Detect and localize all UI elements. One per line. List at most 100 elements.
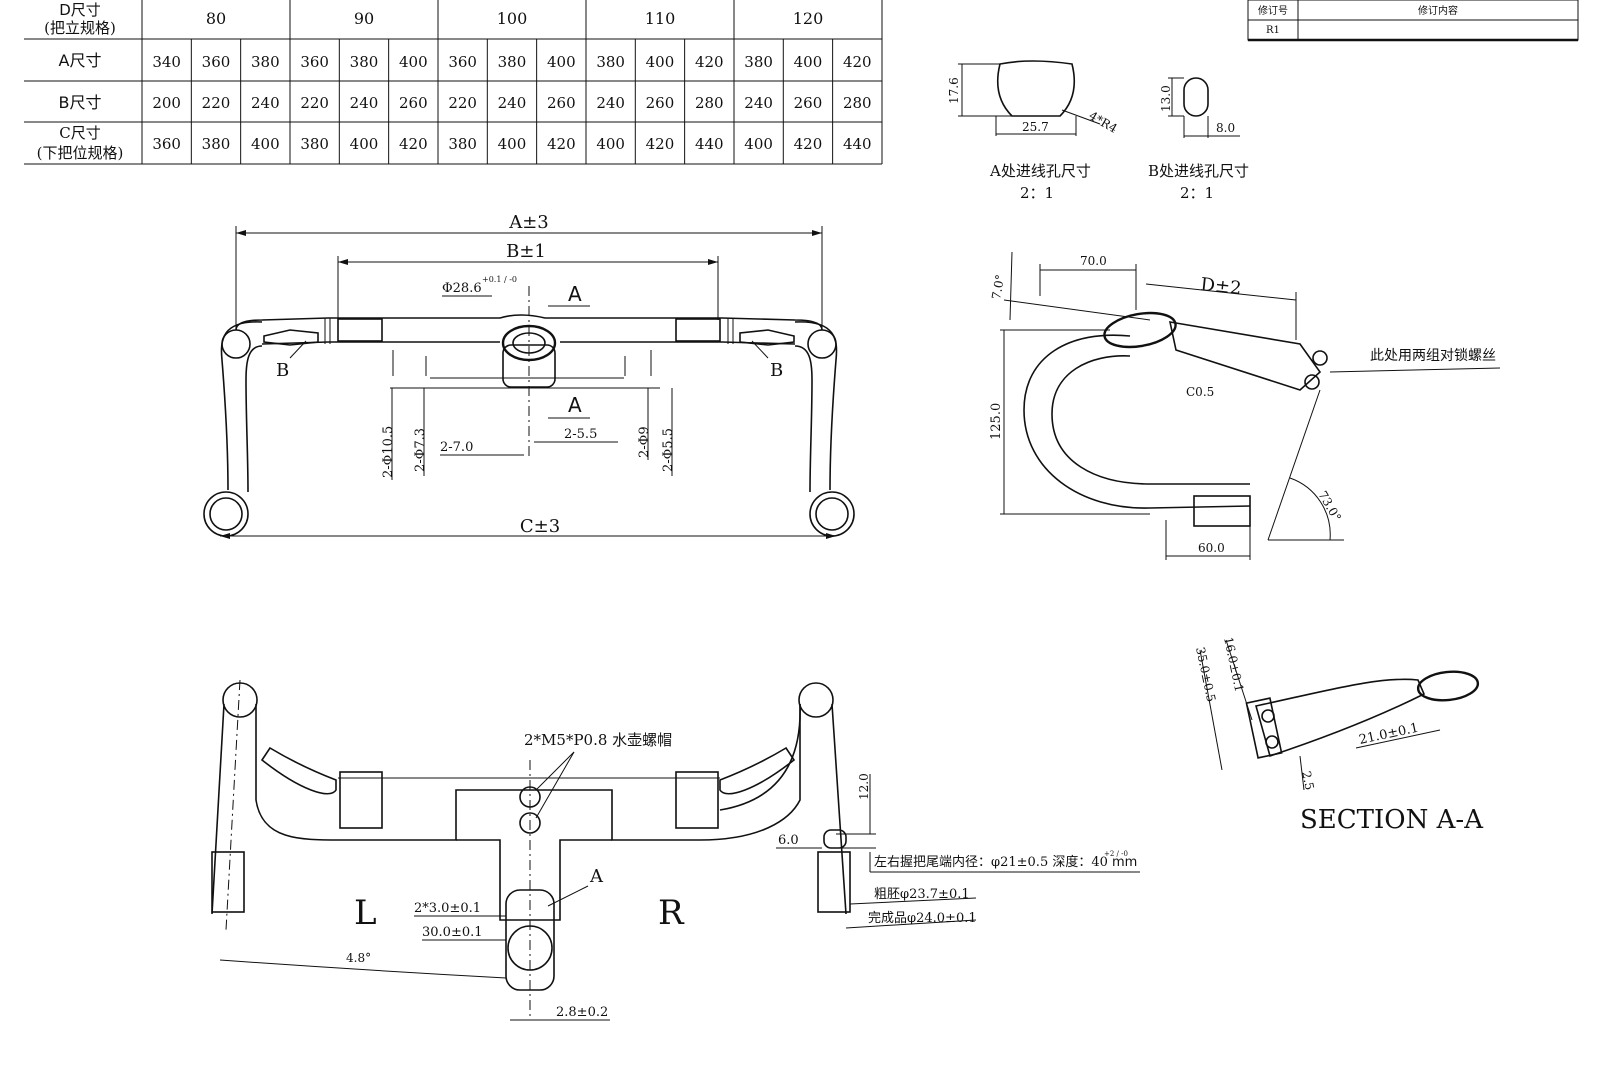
top-finished-dia: 完成品φ24.0±0.1 xyxy=(868,911,977,926)
section-a-bottom: A xyxy=(568,393,582,417)
size-table: D尺寸 (把立规格) A尺寸 B尺寸 C尺寸 (下把位规格) 80 90 100… xyxy=(24,0,883,165)
c-value-cell: 360 xyxy=(152,135,181,153)
top-section-a: A xyxy=(589,866,604,887)
d-group-110: 110 xyxy=(645,9,676,28)
row-label-a: A尺寸 xyxy=(59,51,102,70)
top-end-inner: 左右握把尾端内径：φ21±0.5 深度：40 xyxy=(874,854,1108,870)
b-value-cell: 220 xyxy=(202,94,231,112)
hole-b-left: B xyxy=(276,360,289,381)
b-value-cell: 200 xyxy=(152,94,181,112)
hole-dia-73: 2-Φ7.3 xyxy=(413,428,428,472)
side-angle-top: 7.0° xyxy=(989,273,1007,300)
b-value-cell: 240 xyxy=(350,94,379,112)
side-length-top: 70.0 xyxy=(1080,254,1107,268)
hole-b-width: 8.0 xyxy=(1216,121,1235,135)
side-angle-bottom: 73.0° xyxy=(1315,489,1343,524)
top-dim-30: 30.0±0.1 xyxy=(422,925,483,940)
c-value-cell: 420 xyxy=(794,135,823,153)
hole-b-scale: 2：1 xyxy=(1180,184,1214,202)
c-value-cell: 440 xyxy=(843,135,872,153)
hole-a-scale: 2：1 xyxy=(1020,184,1054,202)
dim-a: A±3 xyxy=(508,212,549,233)
a-value-cell: 380 xyxy=(596,53,625,71)
side-drop: 125.0 xyxy=(989,403,1004,440)
a-value-cell: 420 xyxy=(695,53,724,71)
top-angle: 4.8° xyxy=(346,951,371,965)
d-group-100: 100 xyxy=(497,9,528,28)
c-value-cell: 400 xyxy=(350,135,379,153)
hole-a-radius: 4*R4 xyxy=(1087,108,1121,135)
a-value-cell: 380 xyxy=(251,53,280,71)
front-view: A±3 B±1 Φ28.6 +0.1 / -0 B xyxy=(203,212,855,539)
side-reach-bottom: 60.0 xyxy=(1198,541,1225,555)
c-value-cell: 420 xyxy=(646,135,675,153)
section-dim-35: 35.0±0.5 xyxy=(1193,646,1218,704)
a-value-cell: 420 xyxy=(843,53,872,71)
section-a-top: A xyxy=(568,282,582,306)
b-value-cell: 280 xyxy=(843,94,872,112)
b-value-cell: 260 xyxy=(794,94,823,112)
b-value-cell: 240 xyxy=(498,94,527,112)
hole-a-width: 25.7 xyxy=(1022,120,1049,134)
hole-b-height: 13.0 xyxy=(1159,85,1173,112)
dim-b: B±1 xyxy=(506,241,546,262)
a-value-cell: 340 xyxy=(152,53,181,71)
top-label-l: L xyxy=(354,893,377,933)
cable-hole-a-detail: 17.6 25.7 4*R4 A处进线孔尺寸 2：1 xyxy=(947,60,1121,202)
top-dim-2x3: 2*3.0±0.1 xyxy=(414,901,481,916)
top-end-unit: mm xyxy=(1112,855,1137,870)
c-value-cell: 420 xyxy=(547,135,576,153)
b-value-cell: 280 xyxy=(695,94,724,112)
b-value-cell: 260 xyxy=(646,94,675,112)
section-dim-25: 2.5 xyxy=(1299,770,1317,792)
hole-b-right: B xyxy=(770,360,783,381)
section-dim-16: 16.0±0.1 xyxy=(1221,636,1246,694)
b-value-cell: 240 xyxy=(251,94,280,112)
d-group-80: 80 xyxy=(206,9,226,28)
a-value-cell: 380 xyxy=(350,53,379,71)
row-label-c: C尺寸 xyxy=(59,124,100,142)
top-end-tol: +2 / -0 xyxy=(1104,850,1128,858)
section-dim-21: 21.0±0.1 xyxy=(1358,721,1420,748)
top-raw-dia: 粗胚φ23.7±0.1 xyxy=(874,887,970,902)
hole-dia-55b: 2-Φ5.5 xyxy=(661,428,676,472)
c-value-cell: 380 xyxy=(448,135,477,153)
top-view: 2*M5*P0.8 水壶螺帽 L R A 2*3.0±0.1 30.0±0.1 … xyxy=(211,679,1140,1021)
d-group-120: 120 xyxy=(793,9,824,28)
c-value-cell: 400 xyxy=(744,135,773,153)
top-offset: 2.8±0.2 xyxy=(556,1005,608,1020)
b-value-cell: 260 xyxy=(399,94,428,112)
a-value-cell: 360 xyxy=(300,53,329,71)
a-value-cell: 400 xyxy=(794,53,823,71)
a-value-cell: 360 xyxy=(448,53,477,71)
hole-a-height: 17.6 xyxy=(947,77,961,104)
side-bolt-note: 此处用两组对锁螺丝 xyxy=(1370,348,1496,364)
b-value-cell: 220 xyxy=(300,94,329,112)
a-value-cell: 380 xyxy=(744,53,773,71)
revision-table: 修订号 修订内容 R1 xyxy=(1247,0,1579,42)
hole-b-caption: B处进线孔尺寸 xyxy=(1148,162,1249,180)
a-value-cell: 380 xyxy=(498,53,527,71)
b-value-cell: 220 xyxy=(448,94,477,112)
c-value-cell: 380 xyxy=(300,135,329,153)
a-value-cell: 400 xyxy=(646,53,675,71)
side-view: 7.0° 70.0 D±2 此处用两组对锁螺丝 C0.5 125.0 73.0° xyxy=(989,251,1501,560)
a-value-cell: 400 xyxy=(399,53,428,71)
top-bottle-bolt: 2*M5*P0.8 水壶螺帽 xyxy=(524,731,672,749)
hole-dia-105: 2-Φ10.5 xyxy=(381,426,396,478)
top-dim-6: 6.0 xyxy=(778,833,799,848)
a-value-cell: 400 xyxy=(547,53,576,71)
clamp-diameter: Φ28.6 xyxy=(442,281,482,296)
hole-width-55: 2-5.5 xyxy=(564,427,597,442)
dim-c: C±3 xyxy=(520,516,560,537)
side-dim-d: D±2 xyxy=(1199,274,1242,299)
c-value-cell: 400 xyxy=(498,135,527,153)
top-label-r: R xyxy=(658,893,685,933)
hole-a-caption: A处进线孔尺寸 xyxy=(989,162,1091,180)
c-value-cell: 400 xyxy=(596,135,625,153)
revision-header-content: 修订内容 xyxy=(1418,4,1458,17)
b-value-cell: 240 xyxy=(596,94,625,112)
revision-header-no: 修订号 xyxy=(1258,4,1288,17)
top-dim-12: 12.0 xyxy=(857,773,871,800)
